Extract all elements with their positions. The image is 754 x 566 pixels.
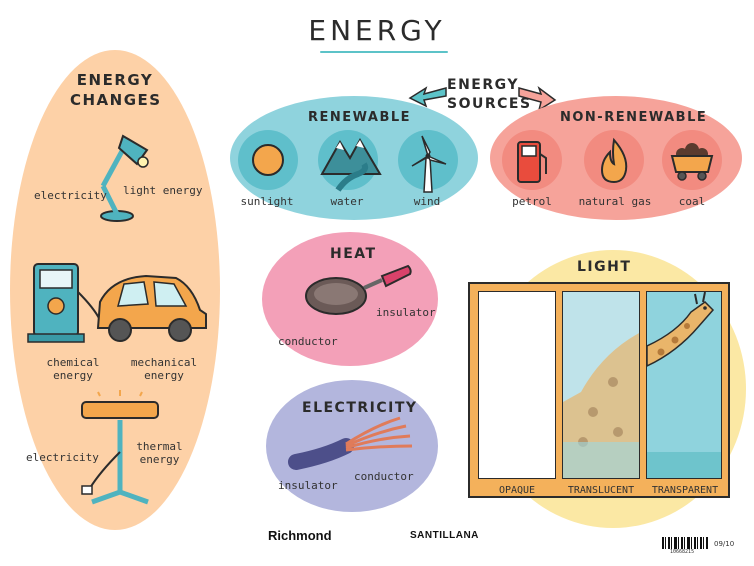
frying-pan-icon [305, 264, 412, 315]
barcode-icon [662, 537, 708, 549]
energy-sources-heading: ENERGY SOURCES [447, 77, 532, 112]
electricity-label-insulator: insulator [278, 479, 338, 492]
non-renewable-heading: NON-RENEWABLE [560, 110, 708, 125]
publisher-logo-richmond: Richmond [268, 528, 332, 543]
light-heading: LIGHT [577, 259, 632, 275]
renewable-heading: RENEWABLE [308, 110, 412, 125]
lamp-output-label: light energy [123, 184, 203, 197]
light-label-translucent: TRANSLUCENT [567, 485, 635, 496]
car-input-label: chemical energy [46, 356, 100, 382]
publisher-logo-santillana: SANTILLANA [410, 530, 479, 541]
page-title: ENERGY [308, 14, 446, 47]
heater-output-label: thermal energy [136, 440, 183, 466]
heat-heading: HEAT [330, 246, 377, 262]
sun-icon [252, 144, 284, 176]
light-label-opaque: OPAQUE [498, 485, 536, 496]
heat-label-conductor: conductor [278, 335, 338, 348]
electricity-label-conductor: conductor [354, 470, 414, 483]
energy-changes-heading: ENERGY CHANGES [70, 71, 162, 109]
light-label-transparent: TRANSPARENT [651, 485, 719, 496]
giraffe-icon [647, 292, 721, 478]
wire-cable-icon [288, 416, 413, 470]
non-renewable-label-natural-gas: natural gas [578, 195, 652, 208]
electricity-heading: ELECTRICITY [302, 400, 418, 416]
heater-icon [81, 390, 159, 505]
title-underline [320, 51, 448, 53]
page-code: 09/10 [714, 540, 735, 548]
giraffe-blurred-icon [563, 333, 639, 478]
wind-turbine-icon [411, 135, 447, 193]
arrow-left-icon [408, 86, 447, 108]
coal-cart-icon [670, 143, 714, 181]
mountain-river-icon [320, 137, 382, 192]
desk-lamp-icon [100, 134, 149, 222]
heater-input-label: electricity [26, 451, 99, 464]
transparent-pane [646, 291, 722, 479]
non-renewable-label-coal: coal [678, 195, 706, 208]
non-renewable-label-petrol: petrol [512, 195, 552, 208]
renewable-label-wind: wind [413, 195, 441, 208]
renewable-label-water: water [330, 195, 364, 208]
fuel-pump-icon [517, 141, 547, 183]
car-output-label: mechanical energy [130, 356, 198, 382]
renewable-label-sunlight: sunlight [240, 195, 294, 208]
translucent-pane [562, 291, 640, 479]
heat-label-insulator: insulator [376, 306, 436, 319]
petrol-pump-car-icon [27, 263, 207, 343]
barcode-number: 10668215 [670, 549, 695, 555]
flame-icon [600, 137, 628, 184]
opaque-pane [478, 291, 556, 479]
lamp-input-label: electricity [34, 189, 107, 202]
